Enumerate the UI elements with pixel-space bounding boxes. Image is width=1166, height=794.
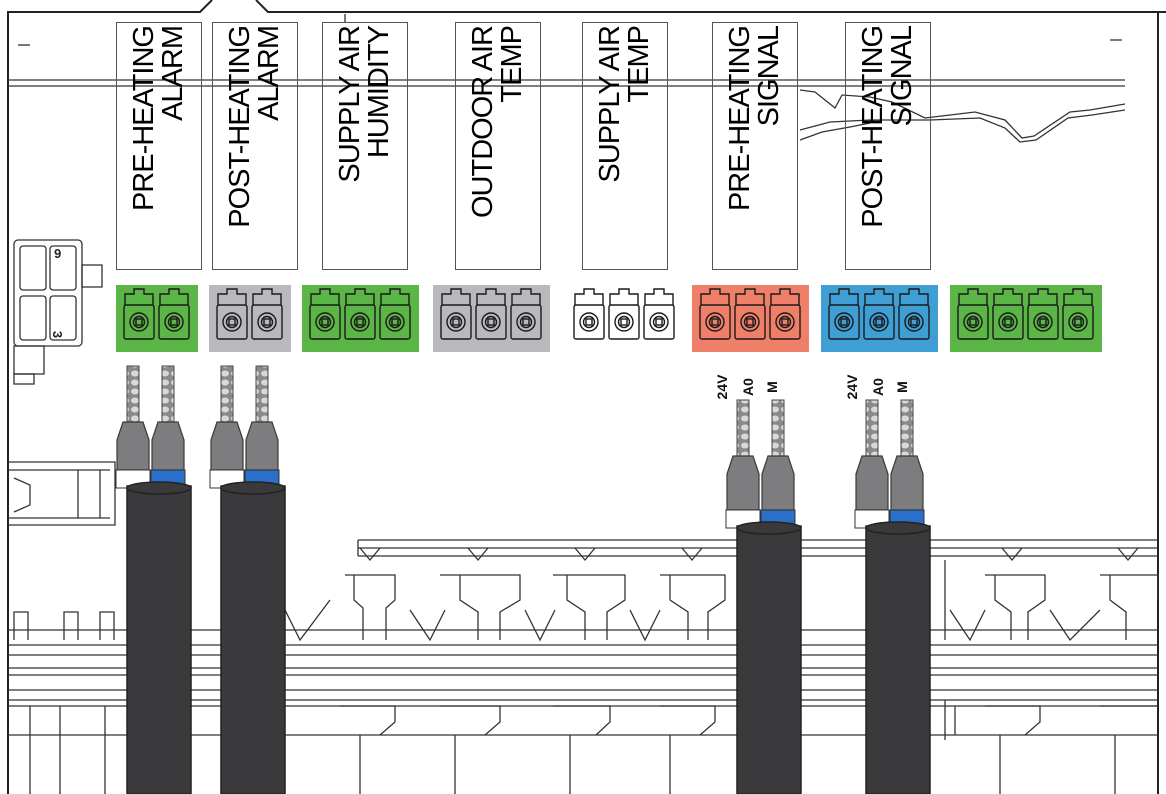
wire-assemblies bbox=[115, 365, 931, 794]
terminal-block bbox=[209, 285, 291, 352]
terminal-pin bbox=[510, 288, 542, 340]
terminal-pin bbox=[344, 288, 376, 340]
two-wire-cable bbox=[854, 399, 931, 794]
terminal-pin bbox=[475, 288, 507, 340]
terminal-pin bbox=[216, 288, 248, 340]
terminal-pin bbox=[251, 288, 283, 340]
terminal-blocks bbox=[116, 285, 1102, 352]
terminal-pin bbox=[608, 288, 640, 340]
terminal-pin bbox=[573, 288, 605, 340]
terminal-pin bbox=[440, 288, 472, 340]
pin-label-pre-a0: A0 bbox=[740, 378, 756, 396]
two-wire-cable bbox=[209, 365, 286, 794]
terminal-block bbox=[116, 285, 198, 352]
terminal-pin bbox=[957, 288, 989, 340]
connector-marking-3: 3 bbox=[50, 330, 66, 339]
terminal-pin bbox=[863, 288, 895, 340]
terminal-pin bbox=[734, 288, 766, 340]
pin-label-post-a0: A0 bbox=[870, 378, 886, 396]
terminal-pin bbox=[1027, 288, 1059, 340]
terminal-pin bbox=[992, 288, 1024, 340]
pin-label-post-m: M bbox=[894, 381, 910, 393]
terminal-block bbox=[433, 285, 550, 352]
terminal-pin bbox=[898, 288, 930, 340]
terminal-pin bbox=[309, 288, 341, 340]
terminal-block bbox=[821, 285, 938, 352]
terminal-pin bbox=[158, 288, 190, 340]
terminal-block bbox=[950, 285, 1102, 352]
terminal-pin bbox=[699, 288, 731, 340]
terminal-pin bbox=[769, 288, 801, 340]
terminal-pin bbox=[643, 288, 675, 340]
terminal-pin bbox=[1062, 288, 1094, 340]
terminal-block bbox=[573, 288, 675, 340]
terminal-pin bbox=[123, 288, 155, 340]
terminal-pin bbox=[828, 288, 860, 340]
terminal-pin bbox=[379, 288, 411, 340]
pin-label-post-24v: 24V bbox=[844, 374, 860, 400]
two-wire-cable bbox=[115, 365, 192, 794]
connector-marking-6: 6 bbox=[54, 246, 62, 261]
pin-label-pre-24v: 24V bbox=[714, 374, 730, 400]
background-linework bbox=[8, 14, 1159, 794]
pin-label-pre-m: M bbox=[764, 381, 780, 393]
frame bbox=[7, 0, 1166, 794]
terminal-block bbox=[692, 285, 809, 352]
terminal-block bbox=[302, 285, 419, 352]
two-wire-cable bbox=[725, 399, 802, 794]
